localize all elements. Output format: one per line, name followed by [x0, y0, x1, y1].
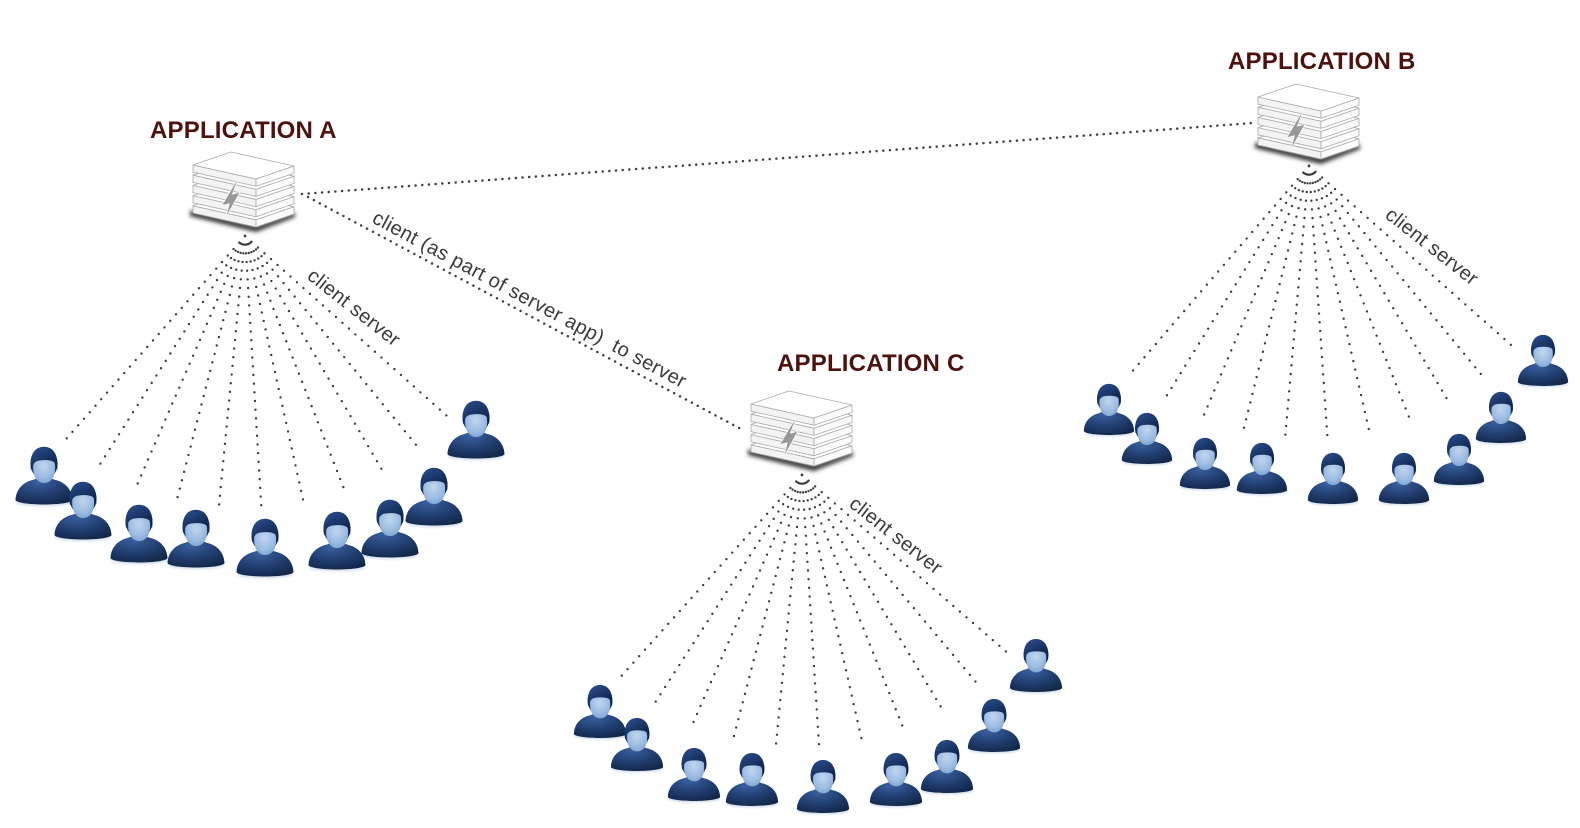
- svg-text:APPLICATION C: APPLICATION C: [777, 350, 965, 377]
- svg-text:APPLICATION B: APPLICATION B: [1228, 48, 1416, 75]
- svg-text:APPLICATION A: APPLICATION A: [150, 117, 337, 144]
